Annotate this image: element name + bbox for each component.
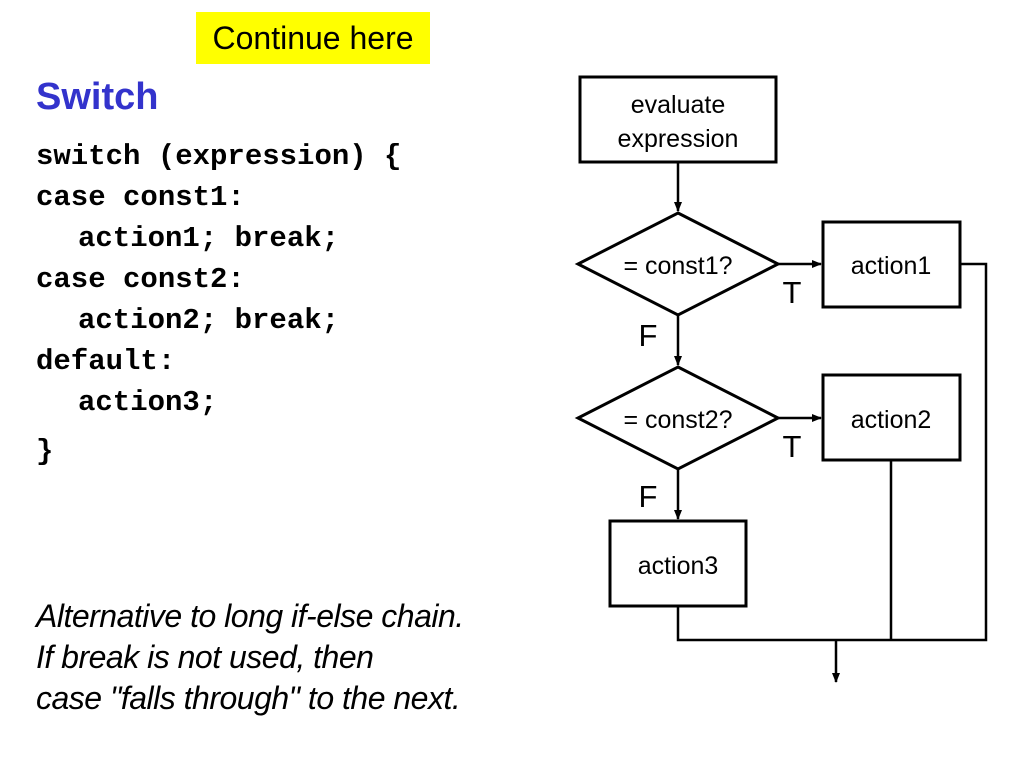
code-line: case const1: xyxy=(36,181,245,214)
action1-label: action1 xyxy=(851,252,932,280)
true-label-2: T xyxy=(783,429,802,464)
code-line: default: xyxy=(36,345,176,378)
action2-box: action2 xyxy=(821,373,962,462)
code-line: action3; xyxy=(78,386,218,419)
evaluate-label-line1: evaluate xyxy=(631,91,726,119)
decision-const1-label: = const1? xyxy=(623,252,732,280)
decision-const1: = const1? xyxy=(574,211,782,317)
code-line: action1; break; xyxy=(78,222,340,255)
code-line: } xyxy=(36,435,54,468)
evaluate-label-line2: expression xyxy=(618,125,739,153)
action3-box: action3 xyxy=(608,519,748,608)
decision-const2: = const2? xyxy=(574,365,782,471)
code-line: switch (expression) { xyxy=(36,140,402,173)
true-label-1: T xyxy=(783,275,802,310)
code-line: case const2: xyxy=(36,263,245,296)
false-label-1: F xyxy=(639,318,658,353)
slide-title: Switch xyxy=(36,76,159,118)
evaluate-expression-box: evaluate expression xyxy=(578,75,778,164)
decision-const2-label: = const2? xyxy=(623,406,732,434)
note-line: Alternative to long if-else chain. xyxy=(36,598,464,634)
note-line: If break is not used, then xyxy=(36,639,374,675)
code-line: action2; break; xyxy=(78,304,340,337)
action3-label: action3 xyxy=(638,552,719,580)
false-label-2: F xyxy=(639,479,658,514)
code-block: switch (expression) { case const1: actio… xyxy=(36,136,401,472)
action2-label: action2 xyxy=(851,406,932,434)
connector-action1-merge xyxy=(676,262,988,642)
note-line: case "falls through" to the next. xyxy=(36,680,461,716)
fallthrough-note: Alternative to long if-else chain. If br… xyxy=(36,596,464,719)
continue-here-banner[interactable]: Continue here xyxy=(196,12,430,64)
action1-box: action1 xyxy=(821,220,962,309)
